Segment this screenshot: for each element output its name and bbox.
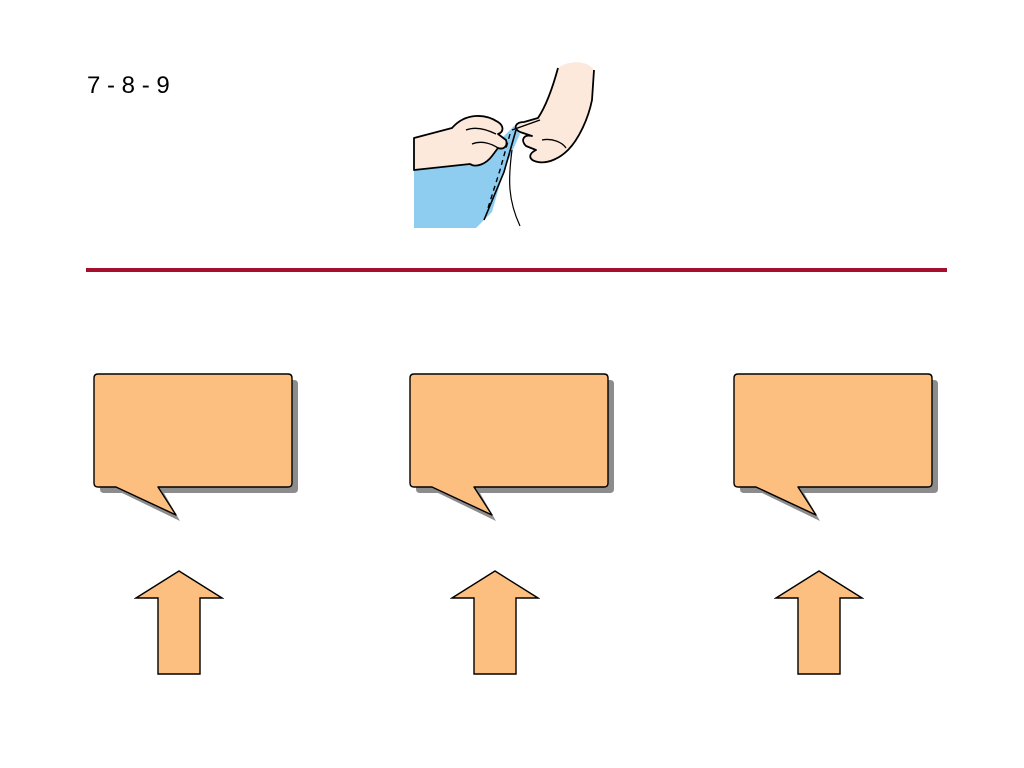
thread-line — [509, 149, 521, 227]
right-hand — [515, 62, 594, 163]
slide-number-label: 7 - 8 - 9 — [87, 72, 170, 99]
fabric-edge — [483, 129, 517, 221]
speech-bubble-3 — [733, 373, 938, 521]
divider-line — [86, 268, 947, 272]
up-arrow-icon — [450, 570, 540, 675]
up-arrow-icon — [134, 570, 224, 675]
hands-sewing-fabric-icon — [413, 62, 595, 228]
speech-bubble-2 — [409, 373, 614, 521]
up-arrow-icon — [774, 570, 864, 675]
needle — [511, 119, 541, 131]
speech-bubble-1 — [93, 373, 298, 521]
